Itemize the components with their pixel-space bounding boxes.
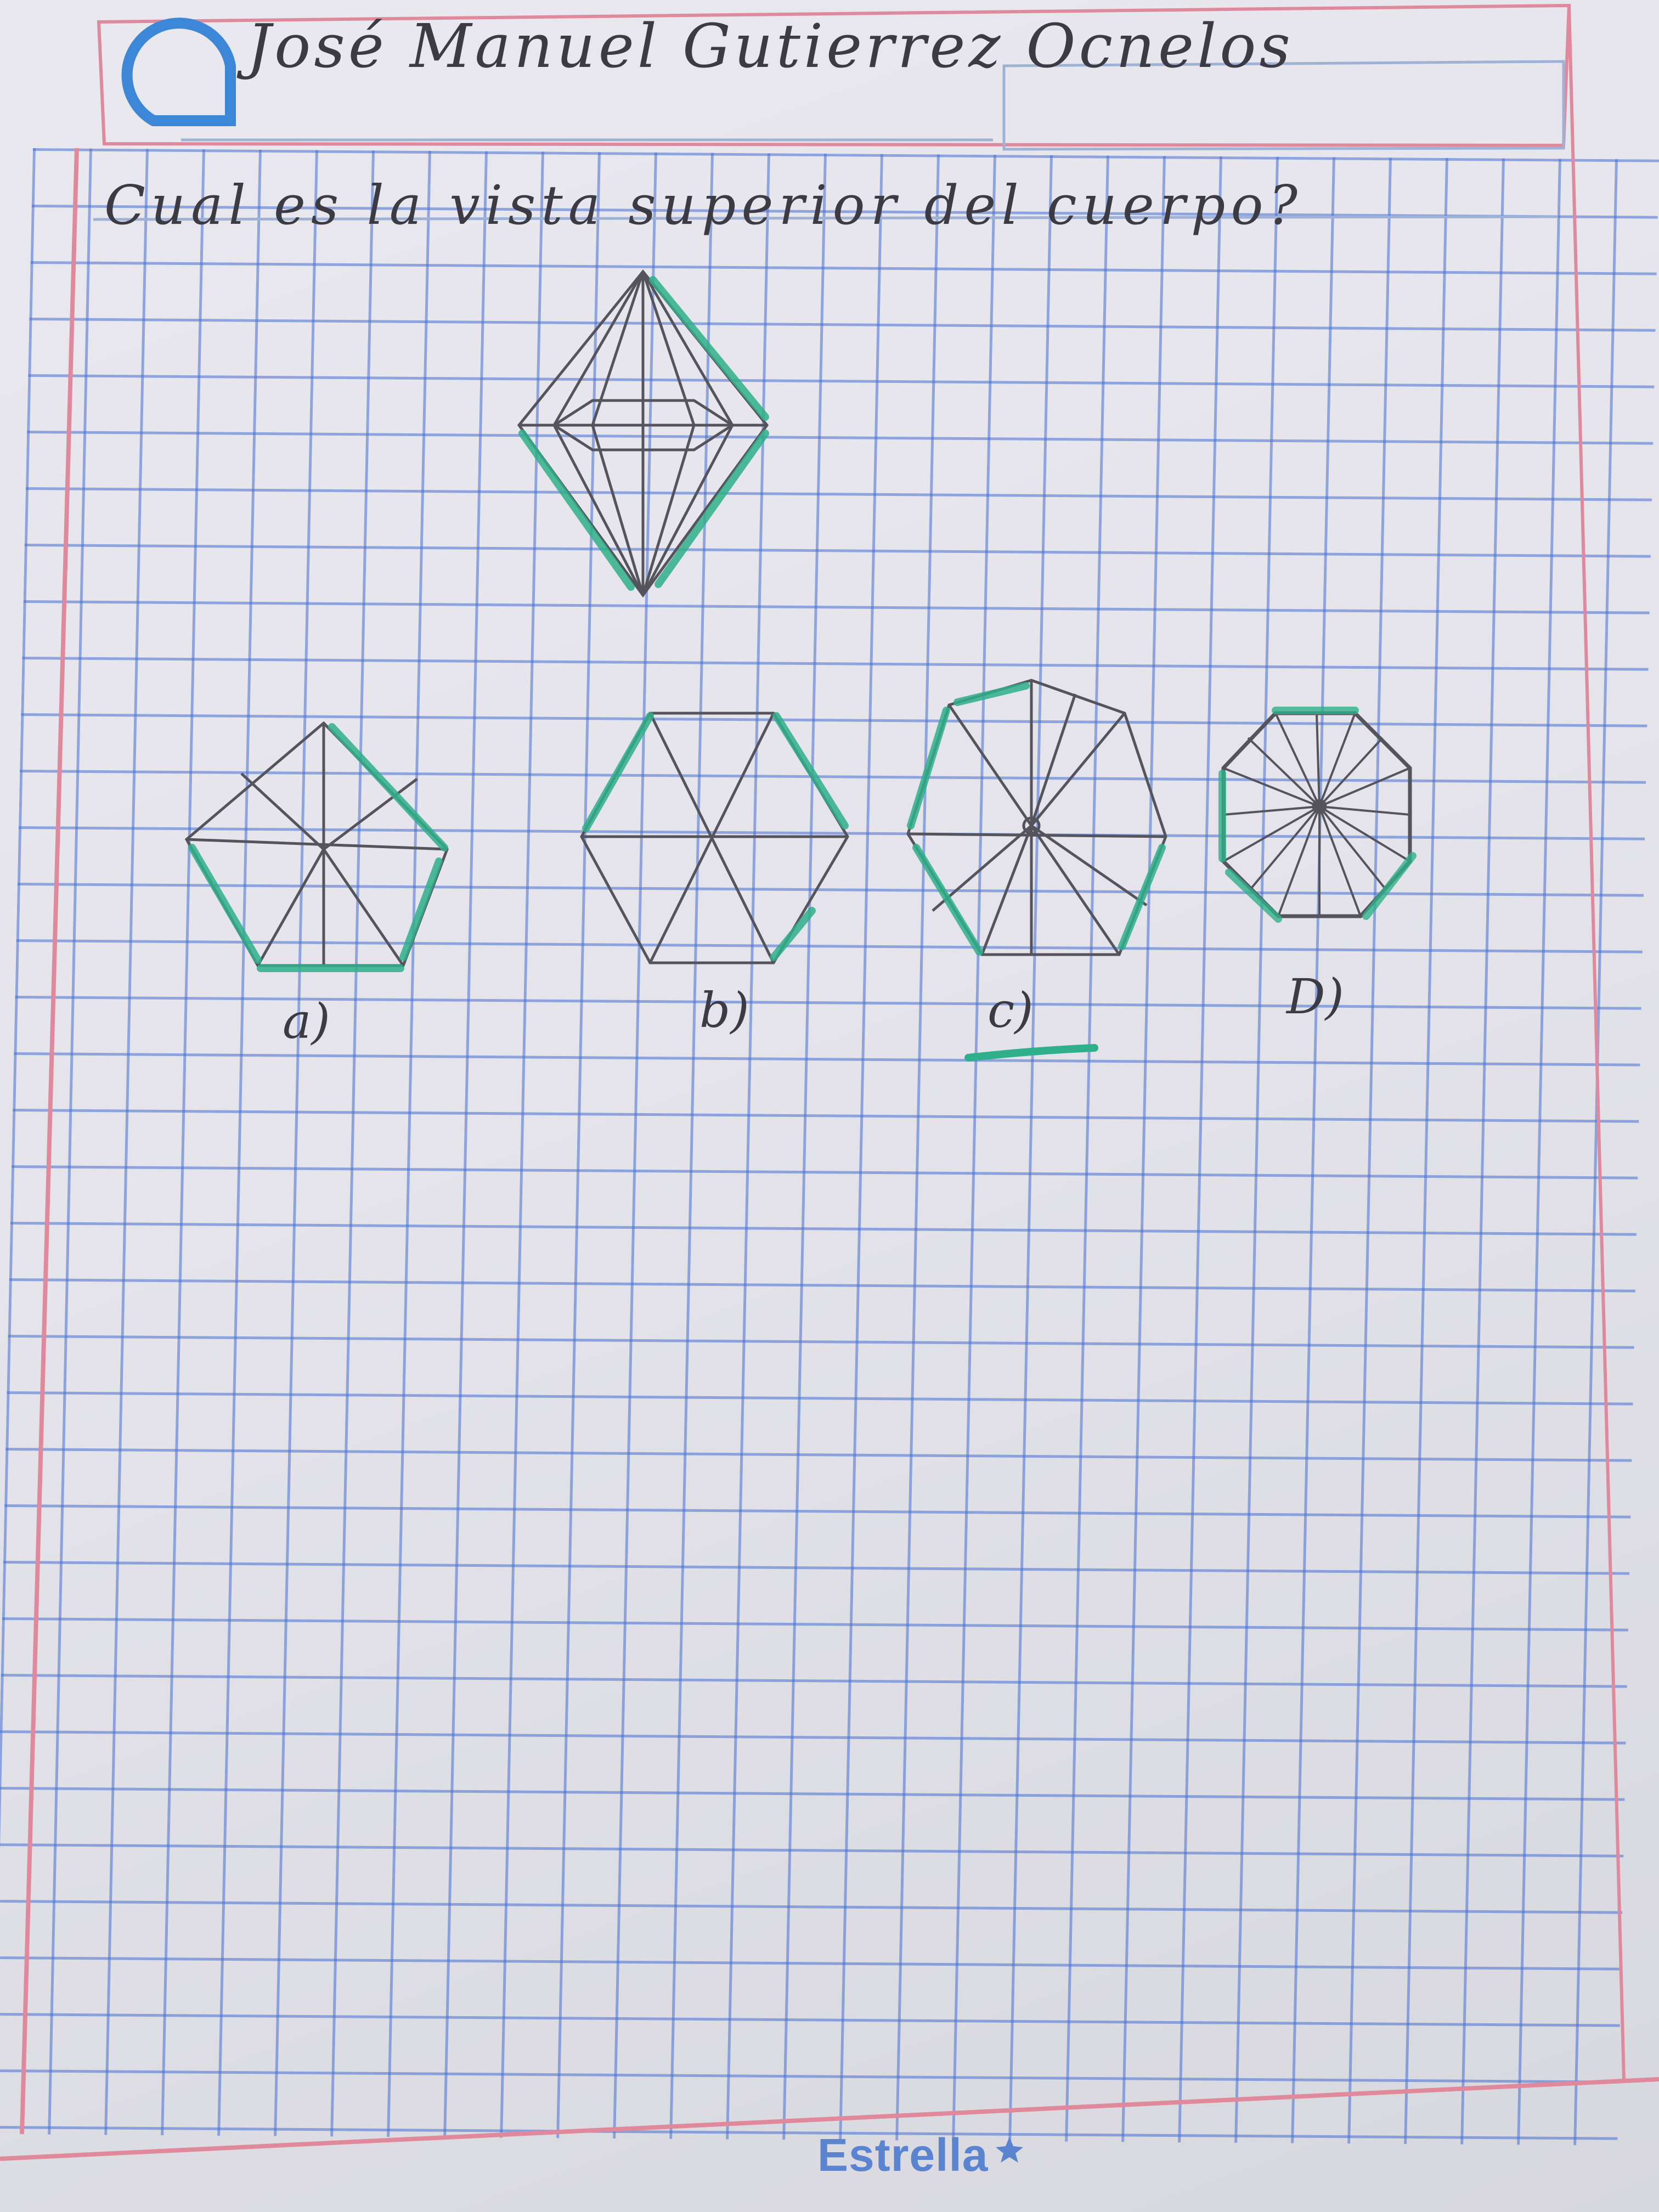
option-c-heptagon	[906, 679, 1167, 956]
bottom-margin-line	[0, 2077, 1659, 2161]
option-b-hexagon	[580, 712, 849, 964]
brand-logo: Estrella	[817, 2129, 989, 2181]
option-a-highlight	[188, 723, 448, 972]
selected-answer-underline	[964, 1044, 1098, 1062]
bipyramid-figure	[517, 269, 769, 598]
option-a-label: a)	[283, 993, 330, 1049]
student-name: José Manuel Gutierrez Ocnelos	[247, 11, 1294, 81]
option-c-label: c)	[988, 982, 1034, 1039]
date-box	[1002, 60, 1565, 151]
bipyramid-highlight	[518, 276, 769, 591]
option-c-highlight	[907, 682, 1166, 956]
left-margin-line	[20, 148, 79, 2135]
option-d-label: D)	[1286, 968, 1344, 1025]
name-tab-icon	[121, 18, 236, 126]
brand-star-icon	[996, 2137, 1023, 2163]
option-b-highlight	[582, 712, 849, 961]
option-b-label: b)	[699, 982, 749, 1039]
option-d-highlight	[1218, 707, 1417, 923]
option-a-pentagon	[184, 721, 449, 967]
question-text: Cual es la vista superior del cuerpo?	[104, 174, 1304, 237]
question-underline	[93, 215, 1559, 221]
option-d-octagon	[1221, 711, 1412, 918]
right-margin-line	[1567, 5, 1626, 2080]
